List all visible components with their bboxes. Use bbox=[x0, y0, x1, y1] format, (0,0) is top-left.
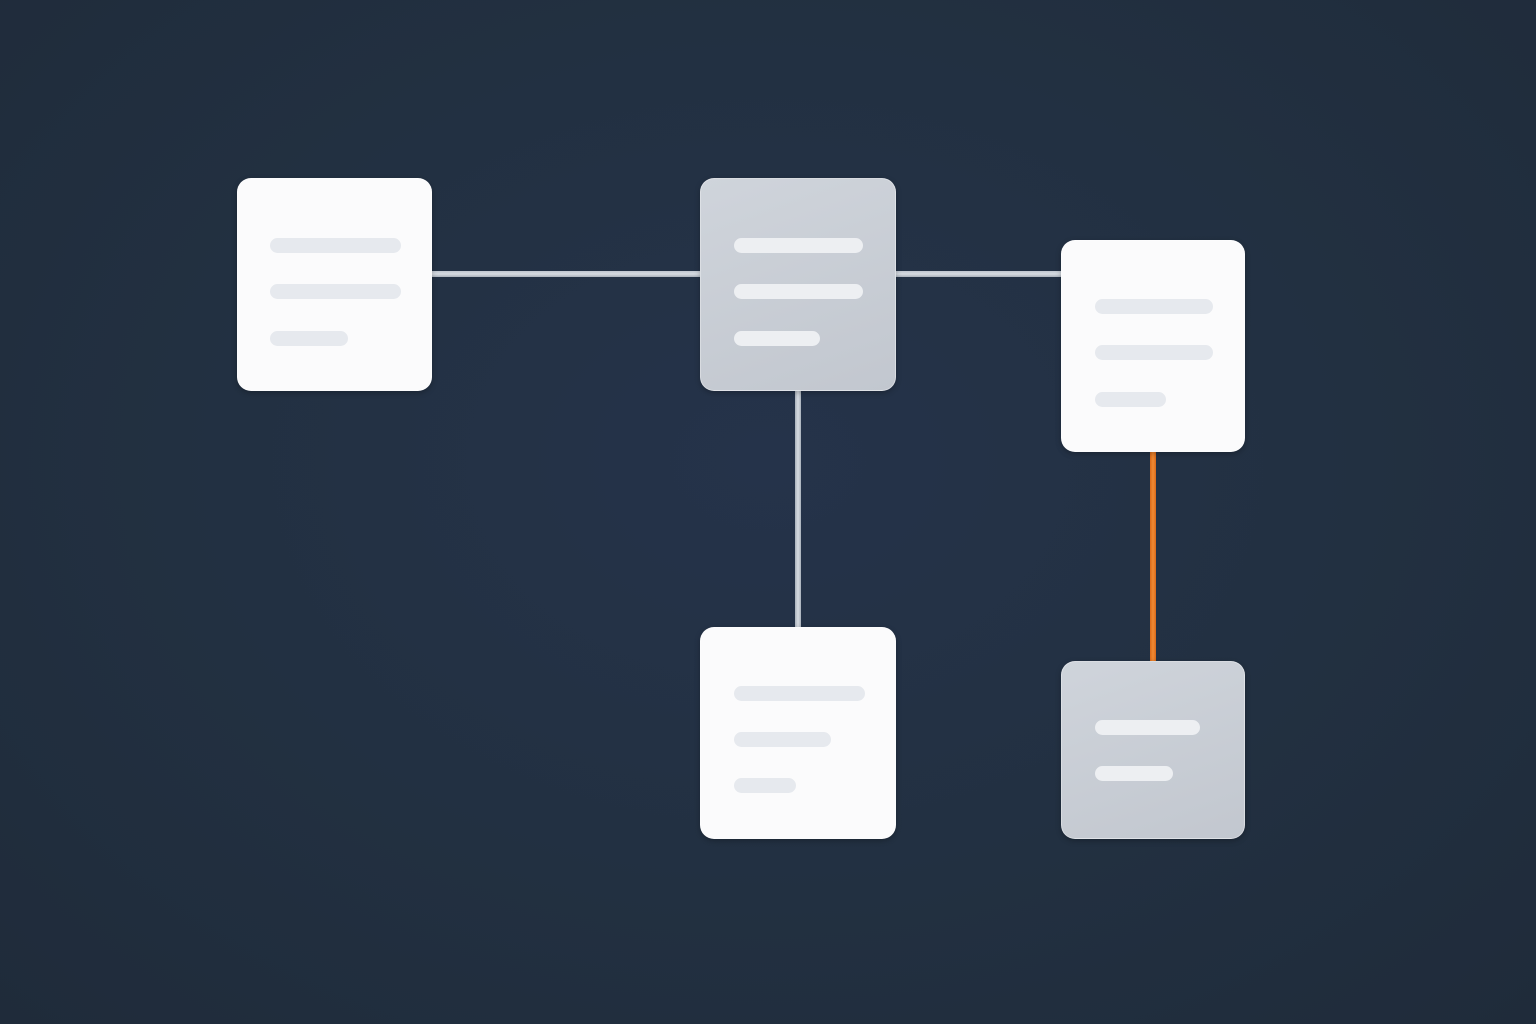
node-card-c[interactable] bbox=[1061, 240, 1245, 452]
text-placeholder-line bbox=[1095, 299, 1213, 314]
text-placeholder-line bbox=[734, 778, 796, 793]
text-placeholder-line bbox=[1095, 766, 1173, 781]
text-placeholder-line bbox=[1095, 392, 1166, 407]
edge-a-b bbox=[428, 271, 704, 277]
text-placeholder-line bbox=[270, 284, 401, 299]
node-card-d[interactable] bbox=[700, 627, 896, 839]
node-card-a[interactable] bbox=[237, 178, 432, 391]
text-placeholder-line bbox=[1095, 345, 1213, 360]
node-card-e[interactable] bbox=[1061, 661, 1245, 839]
text-placeholder-line bbox=[734, 331, 820, 346]
edge-b-c bbox=[892, 271, 1064, 277]
edge-b-d bbox=[795, 388, 801, 630]
text-placeholder-line bbox=[270, 331, 348, 346]
node-card-b[interactable] bbox=[700, 178, 896, 391]
text-placeholder-line bbox=[270, 238, 401, 253]
text-placeholder-line bbox=[734, 284, 863, 299]
text-placeholder-line bbox=[734, 686, 865, 701]
edge-c-e-accent bbox=[1150, 450, 1156, 664]
text-placeholder-line bbox=[734, 732, 831, 747]
text-placeholder-line bbox=[734, 238, 863, 253]
text-placeholder-line bbox=[1095, 720, 1200, 735]
